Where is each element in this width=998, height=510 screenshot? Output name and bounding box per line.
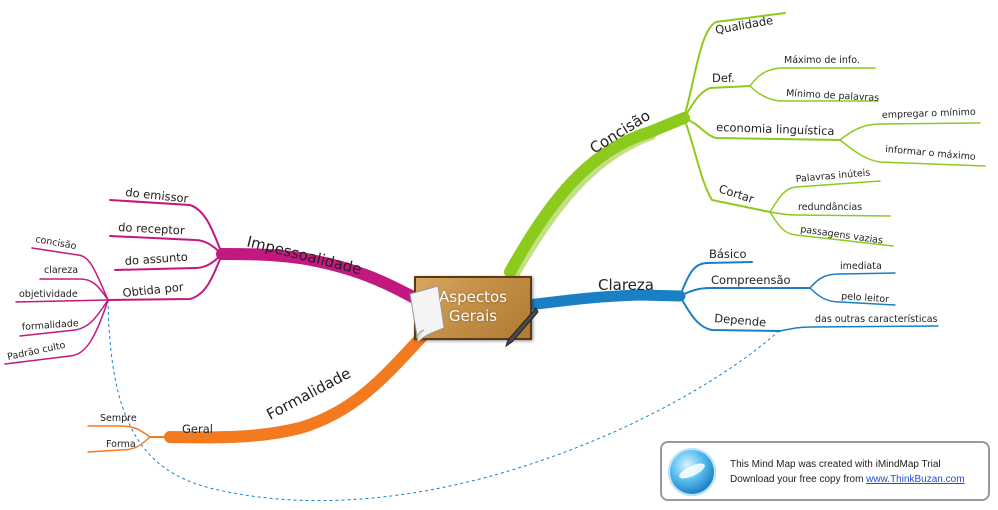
branch-clareza	[522, 261, 939, 332]
central-topic-line1: Aspectos	[439, 288, 507, 306]
impessoalidade-to-assunto	[114, 253, 223, 271]
impessoalidade-to-receptor	[109, 235, 223, 255]
clareza-label: Clareza	[598, 276, 654, 294]
depende-label: Depende	[714, 311, 767, 329]
concisao-to-cortar	[683, 117, 771, 213]
emissor-label: do emissor	[125, 185, 190, 206]
clareza-to-basico	[679, 261, 753, 297]
obtida-label: Obtida por	[122, 280, 185, 300]
cortar-child-3: passagens vazias	[800, 224, 884, 246]
banner-download-prefix: Download your free copy from	[730, 474, 867, 485]
branch-impessoalidade	[4, 199, 424, 365]
def-child-2: Mínimo de palavras	[786, 88, 880, 104]
depende-child-1: das outras características	[815, 314, 938, 325]
def-child-1: Máximo de info.	[784, 55, 860, 66]
basico-label: Básico	[709, 247, 746, 261]
trial-banner: This Mind Map was created with iMindMap …	[660, 441, 990, 501]
obtida-child-4: formalidade	[21, 318, 79, 333]
concisao-main-branch	[504, 112, 690, 278]
clareza-to-compreensao	[679, 287, 811, 297]
economia-child-2: informar o máximo	[885, 144, 977, 163]
concisao-to-economia	[683, 117, 841, 141]
clareza-main-branch	[522, 289, 686, 311]
obtida-child-3: objetividade	[19, 289, 78, 300]
compreensao-label: Compreensão	[711, 273, 791, 287]
imindmap-logo-icon	[668, 448, 716, 496]
central-topic-label: Aspectos Gerais	[414, 288, 532, 326]
concisao-to-qualidade	[683, 12, 786, 119]
economia-label: economia linguística	[716, 120, 835, 138]
branch-concisao	[504, 12, 986, 278]
formalidade-main-branch	[164, 322, 436, 444]
geral-label: Geral	[182, 422, 213, 436]
def-label: Def.	[712, 71, 735, 85]
clareza-to-depende	[679, 295, 781, 332]
compreensao-child-1: imediata	[840, 261, 882, 272]
banner-download-text: Download your free copy from www.ThinkBu…	[730, 474, 965, 485]
geral-child-2: Forma	[106, 439, 136, 450]
impessoalidade-to-obtida	[107, 253, 223, 301]
economia-child-1: empregar o mínimo	[882, 107, 976, 121]
central-topic-line2: Gerais	[448, 307, 498, 325]
paper-icon	[409, 285, 445, 344]
qualidade-label: Qualidade	[714, 13, 774, 37]
pen-icon	[505, 307, 539, 348]
compreensao-child-2: pelo leitor	[841, 291, 890, 305]
obtida-child-2: clareza	[44, 265, 78, 276]
banner-message: This Mind Map was created with iMindMap …	[730, 459, 941, 470]
dashed-link-obtida-forma	[107, 299, 781, 502]
receptor-label: do receptor	[118, 220, 185, 237]
geral-child-1: Sempre	[100, 413, 137, 424]
branch-formalidade	[87, 322, 436, 453]
impessoalidade-to-emissor	[109, 199, 223, 255]
concisao-to-def	[683, 85, 751, 119]
cortar-child-2: redundâncias	[798, 202, 862, 213]
thinkbuzan-link[interactable]: www.ThinkBuzan.com	[866, 474, 965, 485]
assunto-label: do assunto	[124, 250, 188, 268]
